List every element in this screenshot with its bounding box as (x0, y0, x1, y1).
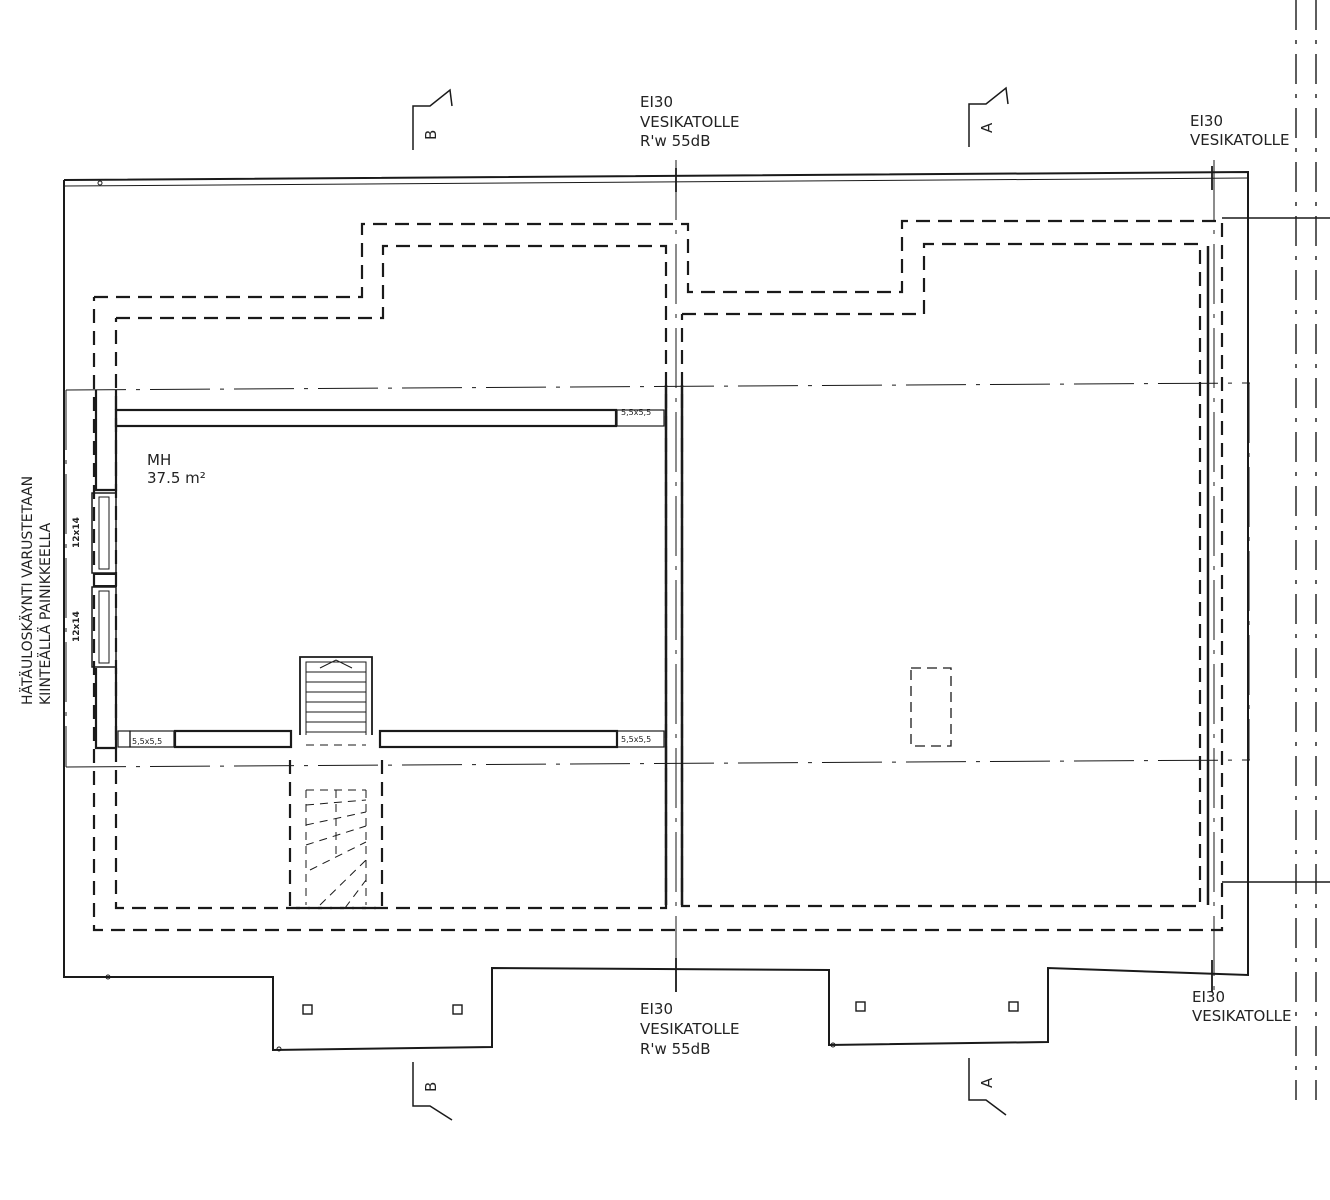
windows (91, 492, 117, 668)
section-markers (412, 86, 1009, 1121)
room-walls (94, 390, 665, 750)
fire-wall (664, 385, 684, 905)
room-area: 37.5 m² (147, 469, 206, 487)
centerlines (65, 160, 1251, 990)
window-size-1: 12x14 (72, 517, 82, 548)
beam-size-bottom-right: 5,5x5,5 (621, 735, 652, 744)
section-b-top: B (422, 129, 440, 140)
bottom-center-label-3: R'w 55dB (640, 1040, 711, 1058)
side-note-2: KIINTEÄLLÄ PAINIKKEELLA (38, 522, 54, 705)
beam-size-top: 5,5x5,5 (621, 408, 652, 417)
window-size-2: 12x14 (72, 611, 82, 642)
roof-outline (63, 170, 1249, 1052)
bottom-center-label-1: EI30 (640, 1000, 673, 1018)
room-name: MH (147, 451, 172, 469)
section-a-bottom: A (978, 1077, 996, 1088)
neighbor-boundary (97, 0, 1330, 1100)
top-right-label-1: EI30 (1190, 112, 1223, 130)
section-b-bottom: B (422, 1081, 440, 1092)
side-note-1: HÄTÄULOSKÄYNTI VARUSTETAAN (20, 475, 36, 705)
top-right-label-2: VESIKATOLLE (1190, 131, 1290, 149)
beam-size-bottom-left: 5,5x5,5 (132, 737, 163, 746)
stair (299, 656, 373, 909)
bottom-right-label-2: VESIKATOLLE (1192, 1007, 1292, 1025)
top-center-label-3: R'w 55dB (640, 132, 711, 150)
bottom-right-label-1: EI30 (1192, 988, 1225, 1006)
section-a-top: A (978, 122, 996, 133)
eave-outline-dashed (92, 219, 1224, 932)
roof-drains (302, 1001, 1019, 1015)
top-center-label-2: VESIKATOLLE (640, 113, 740, 131)
top-center-label-1: EI30 (640, 93, 673, 111)
bottom-center-label-2: VESIKATOLLE (640, 1020, 740, 1038)
roof-hatch (910, 667, 952, 747)
